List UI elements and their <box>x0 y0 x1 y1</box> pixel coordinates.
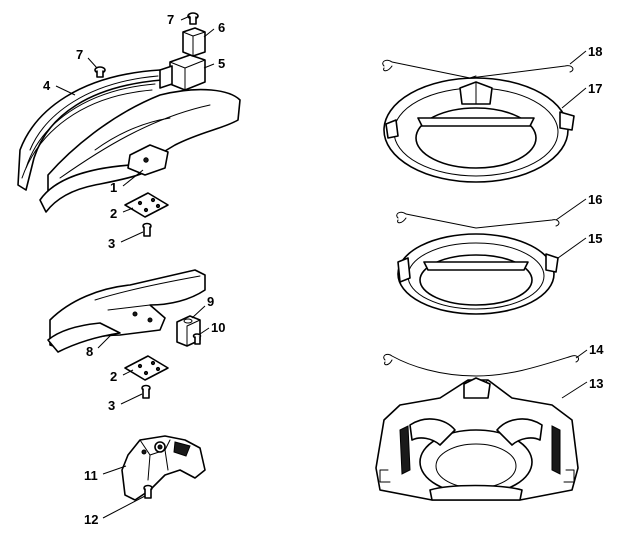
part-guard-body <box>39 88 241 213</box>
base-assembly <box>375 353 580 501</box>
callout-12: 12 <box>84 512 98 527</box>
callout-15: 15 <box>588 231 602 246</box>
callout-18: 18 <box>588 44 602 59</box>
callout-9: 9 <box>207 294 214 309</box>
part-13-base <box>375 377 579 501</box>
callout-11: 11 <box>84 468 98 483</box>
callout-3-lower: 3 <box>108 398 115 413</box>
ring-assembly-top <box>382 59 575 183</box>
callout-16: 16 <box>588 192 602 207</box>
part-10-screw <box>192 333 202 345</box>
part-11-housing <box>121 435 206 501</box>
part-16-spring-clip <box>396 211 560 229</box>
callout-7-left: 7 <box>76 47 83 62</box>
callout-numbers: 1 2 3 4 5 6 7 7 8 9 10 2 3 11 12 13 14 1… <box>43 12 604 527</box>
part-3-screw-upper <box>142 222 152 237</box>
part-2-plate-upper <box>124 192 169 218</box>
part-7-screw-top <box>187 12 199 25</box>
callout-3-upper: 3 <box>108 236 115 251</box>
guard-assembly-variant <box>47 269 206 399</box>
callout-14: 14 <box>589 342 604 357</box>
part-7-screw-left <box>94 66 106 78</box>
callout-8: 8 <box>86 344 93 359</box>
callout-5: 5 <box>218 56 225 71</box>
housing-assembly <box>121 435 206 501</box>
part-5-bracket <box>159 54 206 91</box>
guard-assembly-main <box>17 12 241 237</box>
part-3-screw-lower <box>141 384 151 399</box>
part-12-screw <box>143 484 153 499</box>
callout-17: 17 <box>588 81 602 96</box>
part-14-spring-clip <box>383 353 580 377</box>
ring-assembly-middle <box>396 211 560 315</box>
callout-13: 13 <box>589 376 603 391</box>
callout-2-upper: 2 <box>110 206 117 221</box>
callout-1: 1 <box>110 180 117 195</box>
part-15-ring <box>397 233 559 315</box>
part-2-plate-lower <box>124 355 169 381</box>
part-17-ring <box>383 77 575 183</box>
part-6-block <box>182 27 206 57</box>
part-18-spring-clip <box>382 59 574 79</box>
callout-7-top: 7 <box>167 12 174 27</box>
part-8-guard <box>47 269 206 353</box>
callout-10: 10 <box>211 320 225 335</box>
callout-4: 4 <box>43 78 51 93</box>
leader-lines <box>55 15 588 519</box>
callout-6: 6 <box>218 20 225 35</box>
callout-2-lower: 2 <box>110 369 117 384</box>
